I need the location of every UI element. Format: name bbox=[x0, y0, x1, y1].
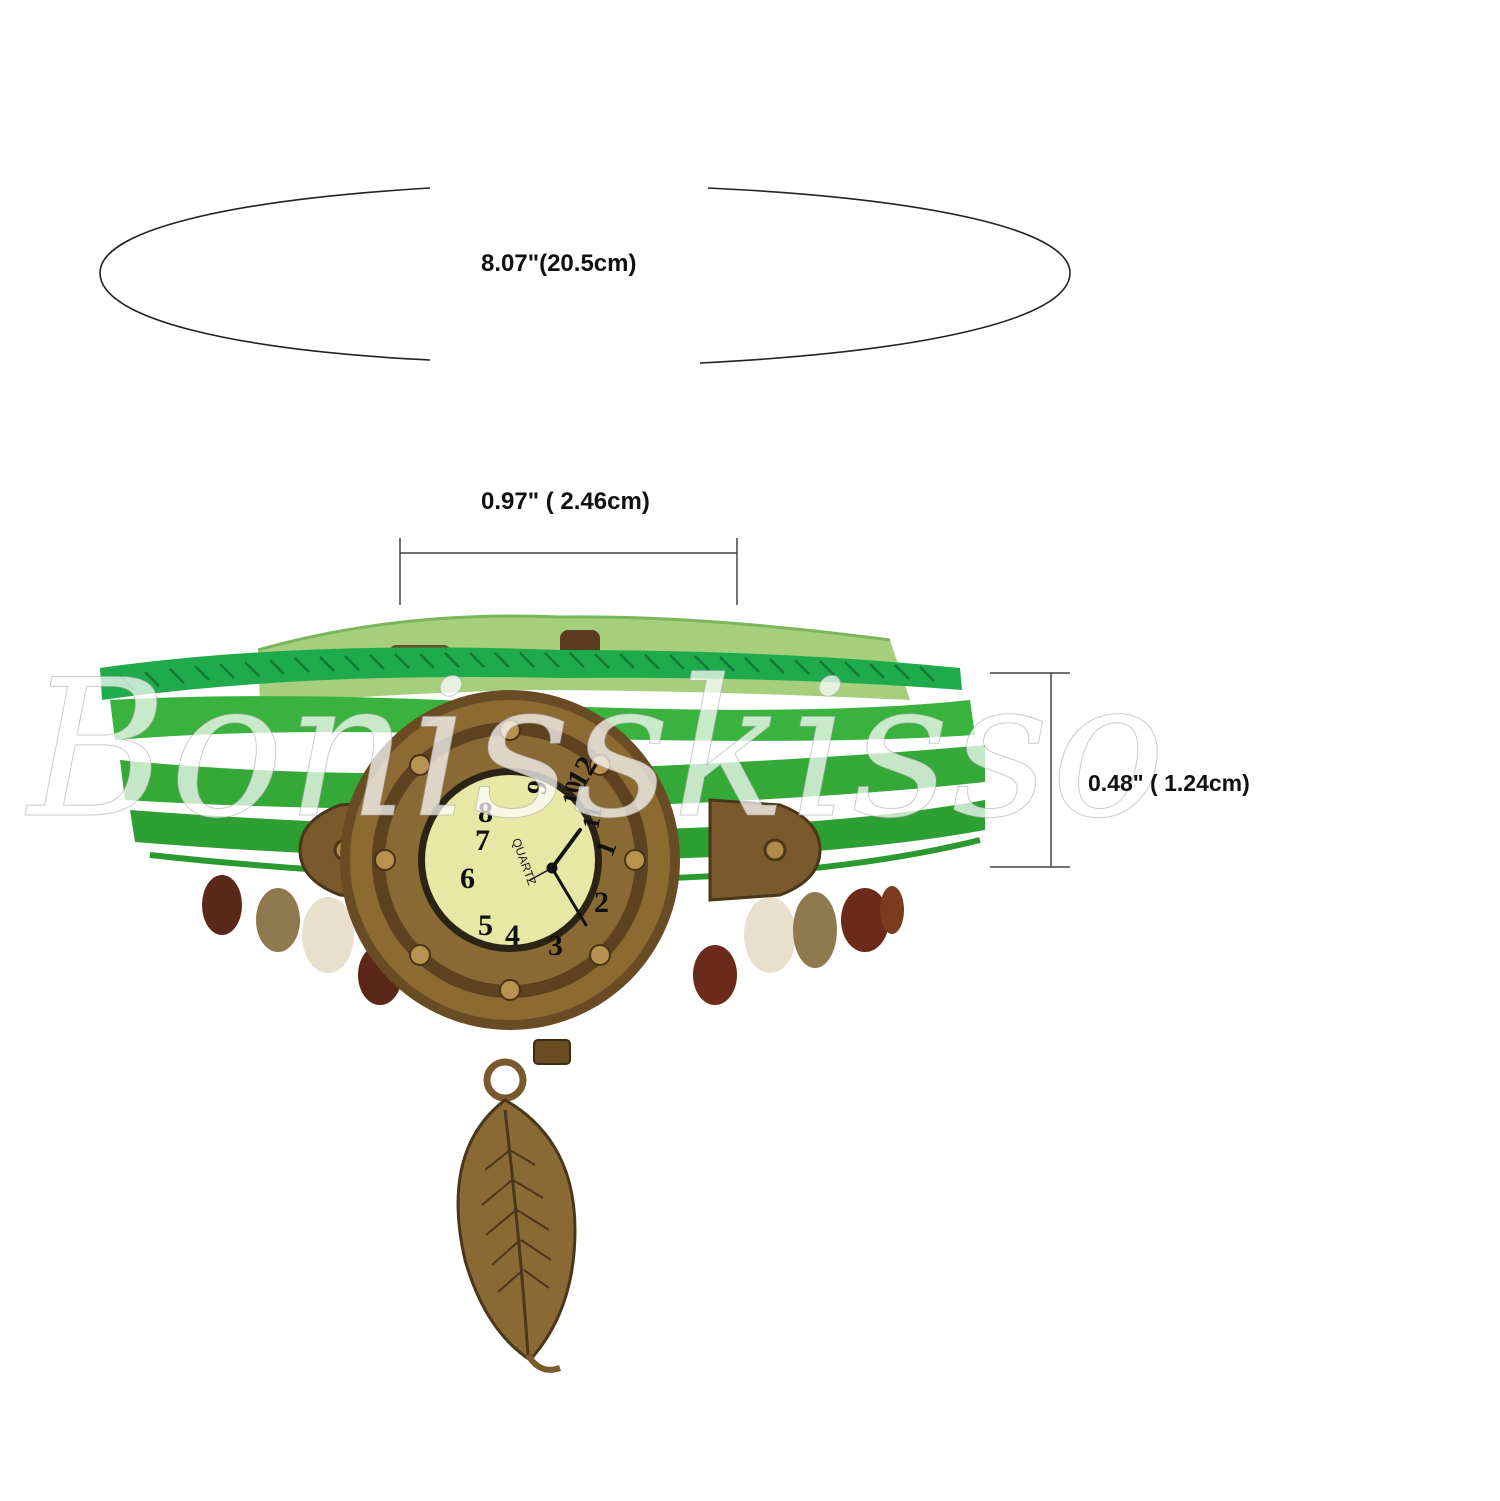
band-height-label: 0.48" ( 1.24cm) bbox=[1088, 770, 1250, 796]
dial-number-6: 6 bbox=[460, 862, 475, 895]
case-width-label: 0.97" ( 2.46cm) bbox=[481, 488, 650, 515]
dial-number-5: 5 bbox=[478, 909, 493, 942]
band-height-line bbox=[990, 672, 1070, 868]
dial-number-9: 9 bbox=[521, 778, 554, 797]
dial-number-8: 8 bbox=[478, 796, 493, 829]
circumference-label: 8.07"(20.5cm) bbox=[481, 250, 637, 277]
leaf-charm-icon bbox=[456, 1058, 577, 1373]
dial-number-7: 7 bbox=[475, 824, 490, 857]
dial-number-2: 2 bbox=[594, 886, 609, 919]
circumference-ellipse bbox=[99, 187, 1071, 364]
watch-case: 12 1 2 3 4 5 6 7 8 9 10 11 QUARTZ bbox=[340, 690, 680, 1065]
beads bbox=[202, 875, 904, 1005]
watch-hands bbox=[529, 828, 588, 927]
dial-number-4: 4 bbox=[505, 919, 520, 952]
braided-cord bbox=[100, 647, 962, 700]
watch-crown bbox=[533, 1039, 571, 1065]
dial-number-3: 3 bbox=[548, 929, 563, 962]
dial-number-11: 11 bbox=[578, 804, 608, 831]
case-width-line bbox=[399, 538, 738, 605]
dial-number-10: 10 bbox=[558, 779, 588, 807]
watermark: Bonisskisso bbox=[27, 639, 1168, 860]
